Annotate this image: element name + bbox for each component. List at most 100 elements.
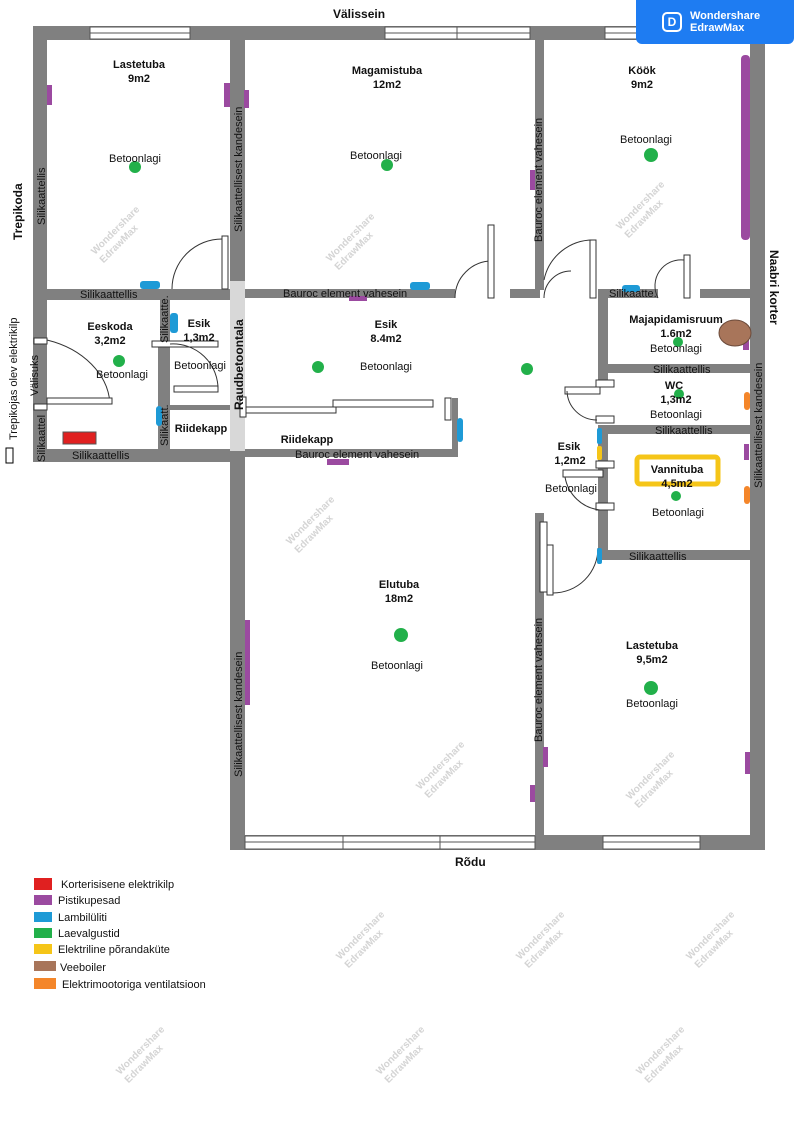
switch-icon	[622, 285, 640, 292]
side-label-left: Trepikoda	[11, 183, 25, 240]
water-boiler-icon	[718, 319, 752, 347]
switch-icon	[156, 406, 162, 426]
room-name: WC	[665, 380, 683, 392]
outlet-icon	[741, 55, 750, 240]
switch-icon	[410, 282, 430, 290]
outlet-icon	[745, 752, 750, 774]
legend-label: Lambilüliti	[58, 912, 107, 924]
ceiling-light-icon	[674, 389, 684, 399]
floor-heating-icon	[597, 446, 602, 460]
room-ceiling: Betoonlagi	[371, 660, 423, 672]
room-ceiling: Betoonlagi	[652, 507, 704, 519]
outlet-icon	[327, 459, 349, 465]
wall-label: Bauroc element vahesein	[295, 449, 419, 461]
room-ceiling: Betoonlagi	[174, 360, 226, 372]
ceiling-light-icon	[671, 491, 681, 501]
wall-label: Silikaattellisest kandesein	[233, 652, 245, 777]
legend-label: Laevalgustid	[58, 928, 120, 940]
room-ceiling: Betoonlagi	[620, 134, 672, 146]
wall-label: Silikaattellis	[653, 364, 711, 376]
room-area: 18m2	[385, 593, 413, 605]
room-ceiling: Betoonlagi	[360, 361, 412, 373]
wall-label: Silikaattellis	[629, 551, 687, 563]
external-panel-icon	[5, 447, 14, 464]
switch-icon	[597, 428, 602, 444]
room-name: Elutuba	[379, 579, 420, 591]
legend-swatch	[34, 912, 52, 922]
outlet-icon	[530, 170, 535, 190]
wall-label: Silikaattellisest kandesein	[233, 107, 245, 232]
ventilation-icon	[744, 392, 750, 410]
legend-swatch	[34, 895, 52, 905]
ceiling-light-icon	[644, 148, 658, 162]
ceiling-light-icon	[381, 159, 393, 171]
room-name: Majapidamisruum	[629, 314, 723, 326]
wall-label: Silikaatte.	[609, 288, 657, 300]
room-ceiling: Betoonlagi	[109, 153, 161, 165]
room-area: 4,5m2	[661, 478, 692, 490]
doors	[33, 224, 691, 596]
outlet-icon	[224, 83, 230, 107]
legend-label: Korterisisene elektrikilp	[61, 879, 174, 891]
room-name: Lastetuba	[626, 640, 679, 652]
room-name: Esik	[188, 318, 212, 330]
switch-icon	[140, 281, 160, 289]
room-area: 1,3m2	[660, 394, 691, 406]
switch-icon	[170, 313, 178, 333]
side-label-right: Naabri korter	[767, 250, 781, 325]
electrical-panel-icon	[62, 431, 97, 445]
wall-label: Silikaattel	[36, 415, 48, 462]
room-name: Riidekapp	[175, 423, 228, 435]
outlet-icon	[47, 85, 52, 105]
ceiling-lights	[113, 148, 684, 695]
outlet-icon	[543, 747, 548, 767]
wall-label: Silikaattellis	[72, 450, 130, 462]
legend: Korterisisene elektrikilp Pistikupesad L…	[34, 878, 206, 991]
room-area: 9,5m2	[636, 654, 667, 666]
room-name: Eeskoda	[87, 321, 133, 333]
wall-labels: Silikaattellis Silikaattellisest kandese…	[29, 107, 765, 777]
legend-swatch	[34, 928, 52, 938]
ceiling-light-icon	[129, 161, 141, 173]
badge-line2: EdrawMax	[690, 22, 745, 34]
room-area: 1.6m2	[660, 328, 691, 340]
edrawmax-logo-icon: D	[662, 12, 682, 32]
badge-line1: Wondershare	[690, 10, 761, 22]
outlet-icon	[530, 785, 535, 802]
legend-label: Pistikupesad	[58, 895, 120, 907]
room-area: 9m2	[128, 73, 150, 85]
room-area: 1,2m2	[554, 455, 585, 467]
wall-label: Bauroc element vahesein	[533, 618, 545, 742]
room-ceiling: Betoonlagi	[626, 698, 678, 710]
room-ceiling: Betoonlagi	[545, 483, 597, 495]
wall-label: Silikaatte.	[159, 295, 171, 343]
legend-label: Veeboiler	[60, 962, 106, 974]
ventilation-icon	[744, 486, 750, 504]
legend-label: Elektriline põrandaküte	[58, 944, 170, 956]
legend-label: Elektrimootoriga ventilatsioon	[62, 979, 206, 991]
ceiling-light-icon	[521, 363, 533, 375]
room-name: Lastetuba	[113, 59, 166, 71]
legend-swatch	[34, 978, 56, 989]
outlet-icon	[244, 90, 249, 108]
switch-icon	[457, 418, 463, 442]
room-ceiling: Betoonlagi	[96, 369, 148, 381]
room-area: 12m2	[373, 79, 401, 91]
room-area: 3,2m2	[94, 335, 125, 347]
external-panel-label: Trepikojas olev elektrikilp	[8, 318, 20, 440]
ceiling-light-icon	[113, 355, 125, 367]
switch-icon	[597, 548, 602, 564]
room-name: Riidekapp	[281, 434, 334, 446]
floor-heating-icon	[634, 454, 721, 487]
side-label-top: Välissein	[333, 7, 385, 21]
ceiling-light-icon	[644, 681, 658, 695]
room-ceiling: Betoonlagi	[650, 409, 702, 421]
wall-label: Silikaatt.	[159, 404, 171, 446]
fixtures	[47, 55, 752, 802]
wall-label: Silikaattellis	[80, 289, 138, 301]
room-ceiling: Betoonlagi	[650, 343, 702, 355]
ceiling-light-icon	[394, 628, 408, 642]
ceiling-light-icon	[673, 337, 683, 347]
